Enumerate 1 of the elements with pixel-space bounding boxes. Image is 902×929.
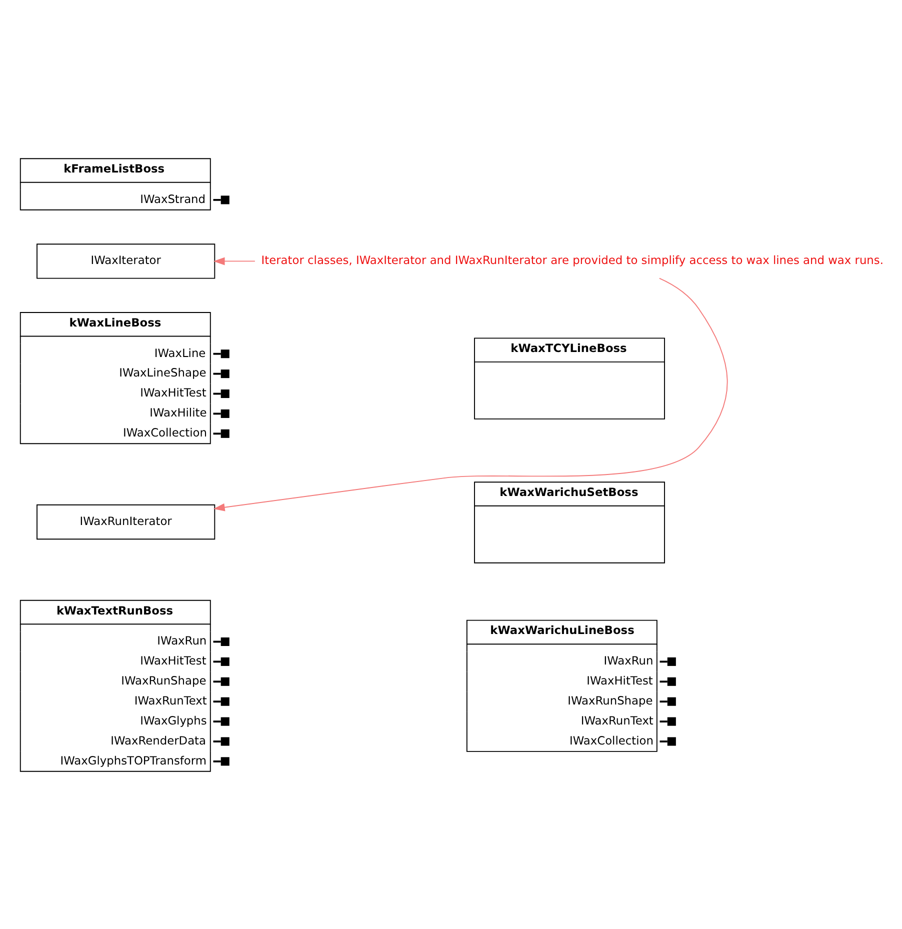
node-text: Iterator classes, IWaxIterator and IWaxRunIterator are provided to simplify access to wax lines and wax runs. bbox=[261, 252, 884, 267]
